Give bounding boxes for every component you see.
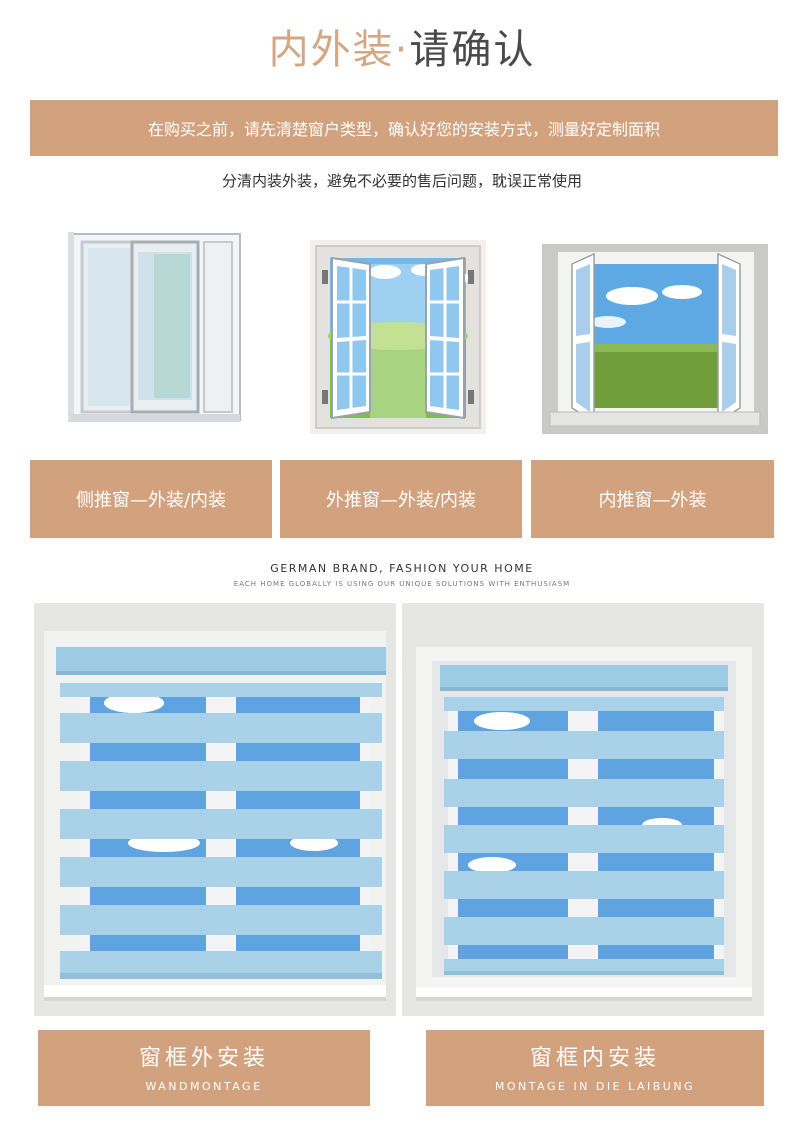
title-part1: 内外装 [268,27,395,73]
inside-mount-photo [402,603,764,1016]
install-caption-cn: 窗框外安装 [138,1045,269,1071]
install-caption-en: MONTAGE IN DIE LAIBUNG [494,1079,696,1093]
install-caption: 窗框外安装 WANDMONTAGE [38,1030,370,1106]
casement-window-in-icon [542,244,768,434]
sliding-window-icon [66,228,244,426]
window-type-label: 侧推窗—外装/内装 [30,460,272,538]
info-banner: 在购买之前，请先清楚窗户类型，确认好您的安装方式，测量好定制面积 [30,100,778,156]
window-type-label: 外推窗—外装/内装 [280,460,522,538]
page-title: 内外装·请确认 [0,22,804,78]
brand-subline: EACH HOME GLOBALLY IS USING OUR UNIQUE S… [233,580,571,588]
install-caption-cn: 窗框内安装 [529,1045,660,1071]
title-part2: 请确认 [409,27,536,73]
subtitle: 分清内装外装，避免不必要的售后问题，耽误正常使用 [221,172,582,190]
outside-mount-photo [34,603,396,1016]
title-dot: · [394,27,410,73]
install-caption-en: WANDMONTAGE [145,1079,263,1093]
install-caption: 窗框内安装 MONTAGE IN DIE LAIBUNG [426,1030,764,1106]
casement-window-out-icon [310,240,486,434]
brand-tagline: GERMAN BRAND, FASHION YOUR HOME [270,562,534,575]
window-type-label: 内推窗—外装 [531,460,774,538]
